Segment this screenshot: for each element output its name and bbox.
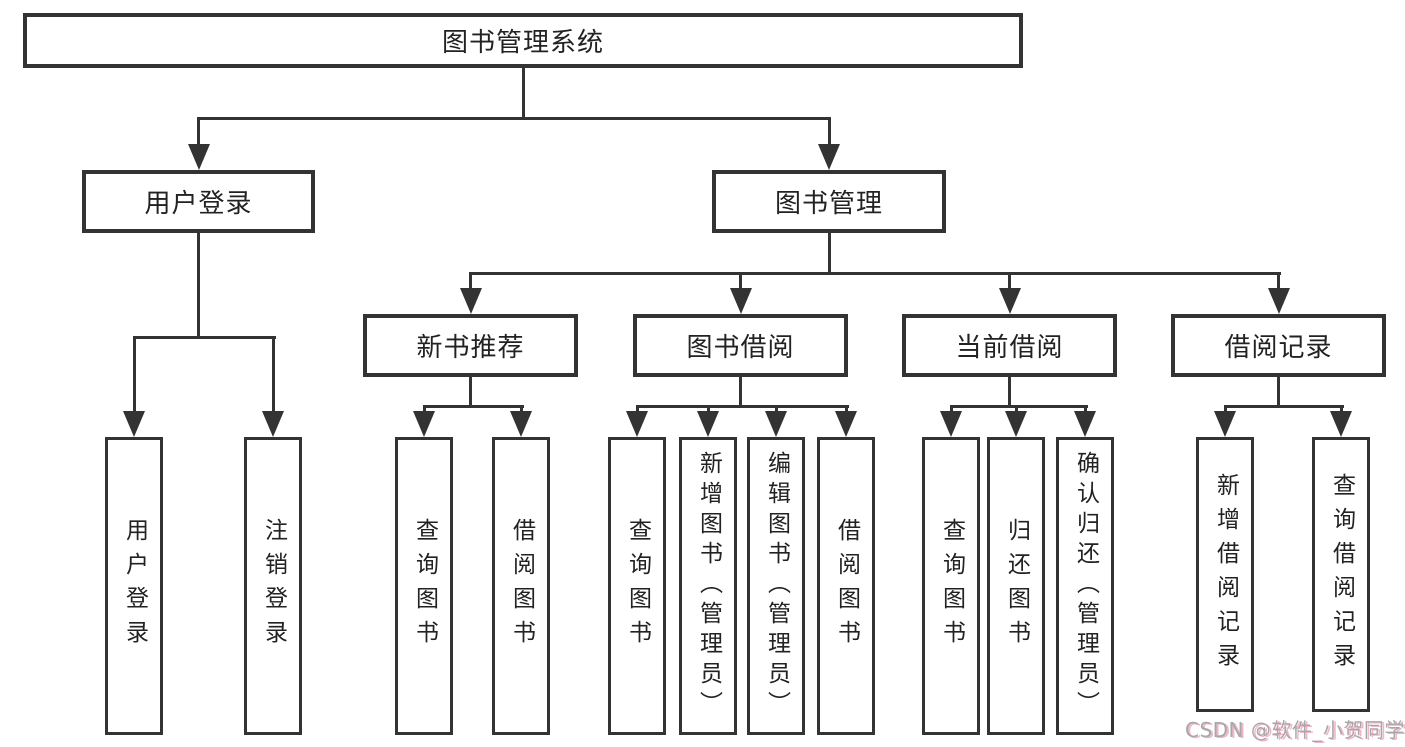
leaf-borrow-edit-books-admin: 编辑图书（管理员） <box>747 437 805 735</box>
leaf-user-login: 用户登录 <box>105 437 163 735</box>
connector-line-vertical <box>132 336 136 413</box>
connector-line-vertical <box>1008 377 1011 407</box>
arrow-down-head <box>459 288 482 314</box>
leaf-recommend-borrow-books: 借阅图书 <box>492 437 550 735</box>
leaf-record-add-borrow-record-label: 新增借阅记录 <box>1212 472 1239 677</box>
leaf-current-return-books: 归还图书 <box>987 437 1045 735</box>
arrow-down-head <box>1267 288 1290 314</box>
connector-line-horizontal <box>949 405 1088 408</box>
arrow-down-head <box>626 411 648 437</box>
connector-line-vertical <box>469 377 472 407</box>
arrow-down-head <box>697 411 719 437</box>
connector-line-vertical <box>1014 405 1018 413</box>
connector-line-horizontal <box>197 117 831 120</box>
connector-line-vertical <box>521 68 525 119</box>
leaf-current-query-books-label: 查询图书 <box>938 518 965 654</box>
connector-line-vertical <box>1277 272 1280 290</box>
arrow-down-head <box>123 411 145 437</box>
leaf-borrow-borrow-books-label: 借阅图书 <box>833 518 860 654</box>
connector-line-vertical <box>739 272 742 290</box>
connector-line-vertical <box>519 405 523 413</box>
leaf-borrow-add-books-admin: 新增图书（管理员） <box>679 437 737 735</box>
connector-line-vertical <box>1083 405 1087 413</box>
connector-line-horizontal <box>1223 405 1344 408</box>
csdn-watermark: CSDN @软件_小贺同学 <box>1185 718 1405 742</box>
connector-line-horizontal <box>422 405 524 408</box>
leaf-borrow-add-books-admin-label: 新增图书（管理员） <box>695 451 722 721</box>
node-borrow-record: 借阅记录 <box>1171 314 1386 377</box>
leaf-logout-login-label: 注销登录 <box>260 518 287 654</box>
node-library-system: 图书管理系统 <box>23 13 1023 68</box>
leaf-record-query-borrow-record: 查询借阅记录 <box>1312 437 1370 712</box>
connector-line-horizontal <box>635 405 849 408</box>
connector-line-vertical <box>1008 272 1011 290</box>
leaf-borrow-edit-books-admin-label: 编辑图书（管理员） <box>763 451 790 721</box>
leaf-recommend-borrow-books-label: 借阅图书 <box>508 518 535 654</box>
node-new-book-recommend: 新书推荐 <box>363 314 578 377</box>
connector-line-vertical <box>469 272 472 290</box>
connector-line-vertical <box>1339 405 1343 413</box>
arrow-down-head <box>1214 411 1236 437</box>
leaf-current-query-books: 查询图书 <box>922 437 980 735</box>
leaf-recommend-query-books: 查询图书 <box>395 437 453 735</box>
connector-line-vertical <box>422 405 426 413</box>
arrow-down-head <box>510 411 532 437</box>
connector-line-vertical <box>844 405 848 413</box>
leaf-borrow-borrow-books: 借阅图书 <box>817 437 875 735</box>
node-book-management: 图书管理 <box>712 170 946 233</box>
arrow-down-head <box>187 144 210 170</box>
node-book-borrow-label: 图书借阅 <box>686 333 795 363</box>
leaf-logout-login: 注销登录 <box>244 437 302 735</box>
arrow-down-head <box>998 288 1021 314</box>
leaf-current-confirm-return-admin-label: 确认归还（管理员） <box>1072 451 1099 721</box>
arrow-down-head <box>262 411 284 437</box>
leaf-borrow-query-books: 查询图书 <box>608 437 666 735</box>
connector-line-vertical <box>949 405 953 413</box>
connector-line-vertical <box>1277 377 1280 407</box>
arrow-down-head <box>835 411 857 437</box>
node-current-borrow-label: 当前借阅 <box>955 333 1064 363</box>
node-library-system-label: 图书管理系统 <box>441 28 604 58</box>
arrow-down-head <box>765 411 787 437</box>
connector-line-horizontal <box>469 272 1281 275</box>
connector-line-vertical <box>197 233 200 338</box>
connector-line-vertical <box>827 233 831 274</box>
node-current-borrow: 当前借阅 <box>902 314 1117 377</box>
arrow-down-head <box>729 288 752 314</box>
connector-line-vertical <box>271 336 275 413</box>
leaf-record-add-borrow-record: 新增借阅记录 <box>1196 437 1254 712</box>
arrow-down-head <box>1330 411 1352 437</box>
connector-line-vertical <box>197 117 200 146</box>
leaf-current-confirm-return-admin: 确认归还（管理员） <box>1056 437 1114 735</box>
leaf-user-login-label: 用户登录 <box>121 518 148 654</box>
leaf-current-return-books-label: 归还图书 <box>1003 518 1030 654</box>
node-book-management-label: 图书管理 <box>774 189 883 219</box>
leaf-record-query-borrow-record-label: 查询借阅记录 <box>1328 472 1355 677</box>
connector-line-vertical <box>706 405 710 413</box>
connector-line-vertical <box>1223 405 1227 413</box>
node-user-login: 用户登录 <box>82 170 315 233</box>
node-user-login-label: 用户登录 <box>144 189 253 219</box>
arrow-down-head <box>940 411 962 437</box>
leaf-recommend-query-books-label: 查询图书 <box>411 518 438 654</box>
node-borrow-record-label: 借阅记录 <box>1224 333 1333 363</box>
leaf-borrow-query-books-label: 查询图书 <box>624 518 651 654</box>
arrow-down-head <box>818 144 840 170</box>
node-book-borrow: 图书借阅 <box>633 314 848 377</box>
arrow-down-head <box>413 411 435 437</box>
connector-line-vertical <box>635 405 639 413</box>
connector-line-vertical <box>774 405 778 413</box>
arrow-down-head <box>1005 411 1027 437</box>
connector-line-vertical <box>739 377 742 407</box>
connector-line-horizontal <box>132 336 276 339</box>
node-new-book-recommend-label: 新书推荐 <box>416 333 525 363</box>
connector-line-vertical <box>827 117 831 146</box>
arrow-down-head <box>1074 411 1096 437</box>
